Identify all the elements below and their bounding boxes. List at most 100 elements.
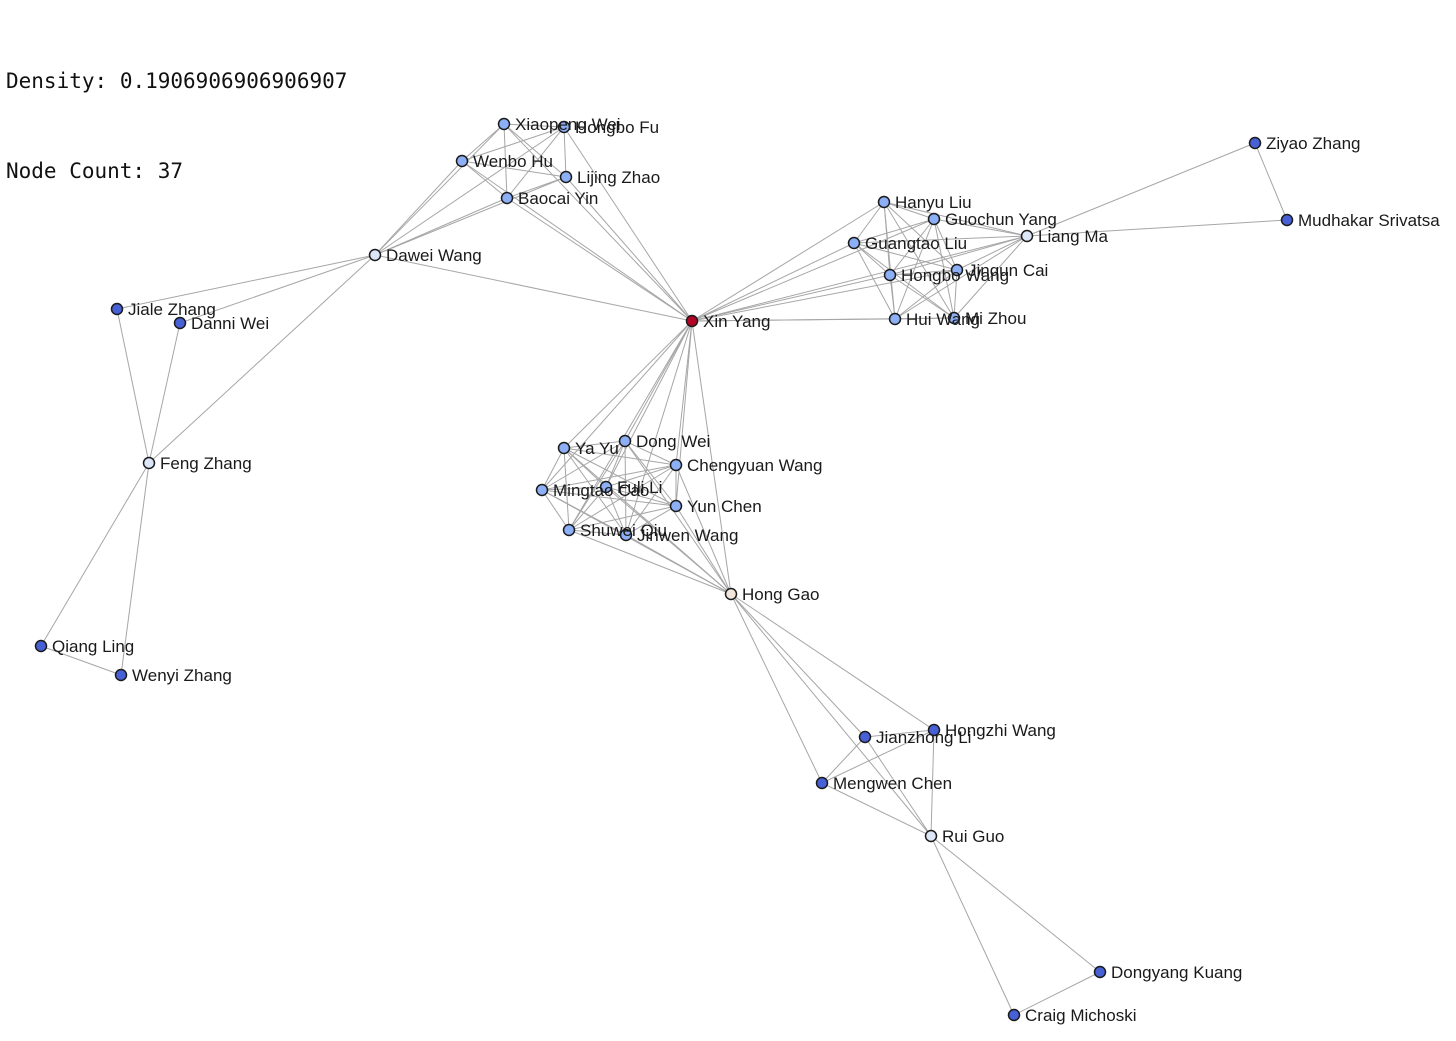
node-jianzhong-li[interactable]: [858, 730, 872, 744]
edge-xin-yang-mingtao-cao: [541, 320, 693, 491]
node-feng-zhang[interactable]: [142, 456, 156, 470]
edge-shuwei-qiu-jinwen-wang: [568, 529, 627, 536]
node-xin-yang[interactable]: [685, 314, 699, 328]
edge-xin-yang-hanyu-liu: [691, 201, 885, 322]
node-label-yun-chen: Yun Chen: [687, 497, 762, 516]
node-ya-yu[interactable]: [557, 441, 571, 455]
node-label-hongbo-wang: Hongbo Wang: [901, 266, 1009, 285]
node-label-mudhakar-srivatsa: Mudhakar Srivatsa: [1298, 211, 1440, 230]
node-yun-chen[interactable]: [669, 499, 683, 513]
edge-dong-wei-jinwen-wang: [624, 440, 627, 536]
edge-chengyuan-wang-jinwen-wang: [625, 464, 677, 536]
edge-yun-chen-shuwei-qiu: [568, 505, 677, 531]
edge-liang-ma-hui-wang: [894, 235, 1028, 320]
node-jiale-zhang[interactable]: [110, 302, 124, 316]
edge-dong-wei-shuwei-qiu: [568, 440, 626, 531]
node-hanyu-liu[interactable]: [877, 195, 891, 209]
density-value: 0.1906906906906907: [119, 69, 348, 93]
node-rui-guo[interactable]: [924, 829, 938, 843]
node-count-line: Node Count: 37: [6, 156, 347, 186]
node-chengyuan-wang[interactable]: [669, 458, 683, 472]
node-shuwei-qiu[interactable]: [562, 523, 576, 537]
graph-stats: Density: 0.1906906906906907 Node Count: …: [6, 6, 347, 216]
node-hui-wang[interactable]: [888, 312, 902, 326]
edge-hongbo-wang-hui-wang: [889, 274, 896, 320]
node-danni-wei[interactable]: [173, 316, 187, 330]
node-label-qiang-ling: Qiang Ling: [52, 637, 134, 656]
edge-dawei-wang-xin-yang: [374, 254, 693, 322]
edge-xin-yang-guangtao-liu: [691, 242, 855, 322]
node-wenbo-hu[interactable]: [455, 154, 469, 168]
edge-feng-zhang-wenyi-zhang: [120, 462, 150, 676]
edge-hongbo-wang-mi-zhou: [889, 274, 955, 319]
node-guangtao-liu[interactable]: [847, 236, 861, 250]
node-label-rui-guo: Rui Guo: [942, 827, 1004, 846]
edge-chengyuan-wang-fuli-li: [605, 464, 677, 488]
edge-guangtao-liu-liang-ma: [853, 235, 1028, 244]
node-ziyao-zhang[interactable]: [1248, 136, 1262, 150]
node-lijing-zhao[interactable]: [559, 170, 573, 184]
node-mi-zhou[interactable]: [947, 311, 961, 325]
edge-shuwei-qiu-hong-gao: [568, 529, 732, 595]
edge-dong-wei-fuli-li: [605, 440, 626, 488]
edge-qiang-ling-wenyi-zhang: [40, 645, 122, 676]
edge-guochun-yang-mi-zhou: [933, 218, 955, 319]
node-label-hongzhi-wang: Hongzhi Wang: [945, 721, 1056, 740]
node-dongyang-kuang[interactable]: [1093, 965, 1107, 979]
node-label-baocai-yin: Baocai Yin: [518, 189, 598, 208]
edge-hongbo-fu-dawei-wang: [374, 126, 565, 256]
node-label-wenbo-hu: Wenbo Hu: [473, 152, 553, 171]
node-qiang-ling[interactable]: [34, 639, 48, 653]
edge-mingtao-cao-fuli-li: [541, 486, 607, 491]
edge-ya-yu-jinwen-wang: [563, 447, 627, 536]
node-mengwen-chen[interactable]: [815, 776, 829, 790]
edge-layer: [40, 123, 1288, 1016]
node-mingtao-cao[interactable]: [535, 483, 549, 497]
node-label-feng-zhang: Feng Zhang: [160, 454, 252, 473]
edge-xiaopeng-wei-hongbo-fu: [503, 123, 565, 128]
edge-liang-ma-jinqun-cai: [956, 235, 1028, 271]
node-xiaopeng-wei[interactable]: [497, 117, 511, 131]
edge-hongbo-fu-xin-yang: [563, 126, 693, 322]
node-label-craig-michoski: Craig Michoski: [1025, 1006, 1136, 1025]
node-mudhakar-srivatsa[interactable]: [1280, 213, 1294, 227]
node-guochun-yang[interactable]: [927, 212, 941, 226]
node-hongbo-wang[interactable]: [883, 268, 897, 282]
edge-hongbo-wang-jinqun-cai: [889, 269, 958, 276]
node-label-xiaopeng-wei: Xiaopeng Wei: [515, 115, 621, 134]
node-label-hanyu-liu: Hanyu Liu: [895, 193, 972, 212]
edge-guangtao-liu-mi-zhou: [853, 242, 955, 319]
edge-hanyu-liu-guangtao-liu: [853, 201, 885, 244]
edge-wenbo-hu-lijing-zhao: [461, 160, 567, 178]
edge-hong-gao-mengwen-chen: [730, 593, 823, 784]
node-hongzhi-wang[interactable]: [927, 723, 941, 737]
node-fuli-li[interactable]: [599, 480, 613, 494]
node-hong-gao[interactable]: [724, 587, 738, 601]
edge-xiaopeng-wei-lijing-zhao: [503, 123, 567, 178]
edge-hongzhi-wang-rui-guo: [930, 729, 935, 837]
node-label-dong-wei: Dong Wei: [636, 432, 710, 451]
node-jinqun-cai[interactable]: [950, 263, 964, 277]
edge-baocai-yin-xin-yang: [506, 197, 693, 322]
edge-xiaopeng-wei-baocai-yin: [503, 123, 508, 199]
node-wenyi-zhang[interactable]: [114, 668, 128, 682]
edge-mingtao-cao-yun-chen: [541, 489, 677, 507]
node-label-dongyang-kuang: Dongyang Kuang: [1111, 963, 1242, 982]
edge-dawei-wang-danni-wei: [179, 254, 376, 324]
node-baocai-yin[interactable]: [500, 191, 514, 205]
node-jinwen-wang[interactable]: [619, 528, 633, 542]
edge-wenbo-hu-dawei-wang: [374, 160, 463, 256]
edge-xiaopeng-wei-xin-yang: [503, 123, 693, 322]
node-dong-wei[interactable]: [618, 434, 632, 448]
node-liang-ma[interactable]: [1020, 229, 1034, 243]
edge-fuli-li-jinwen-wang: [605, 486, 627, 536]
node-label-lijing-zhao: Lijing Zhao: [577, 168, 660, 187]
edge-xin-yang-jinqun-cai: [691, 269, 958, 322]
edge-xin-yang-dong-wei: [624, 320, 693, 442]
edge-xin-yang-hongbo-wang: [691, 274, 891, 322]
node-dawei-wang[interactable]: [368, 248, 382, 262]
node-hongbo-fu[interactable]: [557, 120, 571, 134]
edge-hong-gao-jianzhong-li: [730, 593, 866, 738]
edge-guangtao-liu-jinqun-cai: [853, 242, 958, 271]
node-craig-michoski[interactable]: [1007, 1008, 1021, 1022]
